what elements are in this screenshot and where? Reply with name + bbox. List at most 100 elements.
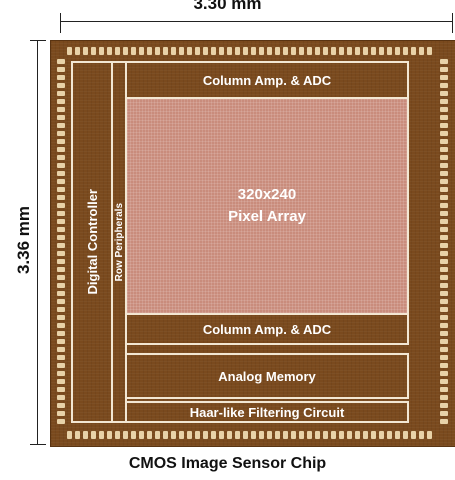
bond-pad [395, 47, 400, 55]
bond-pad [419, 431, 424, 439]
bond-pad [83, 431, 88, 439]
bond-pad [57, 387, 65, 392]
bond-pad [57, 339, 65, 344]
bond-pad [123, 47, 128, 55]
bond-pad [99, 431, 104, 439]
bond-pad [131, 431, 136, 439]
bond-pad [123, 431, 128, 439]
bond-pad [235, 47, 240, 55]
bond-pad [331, 431, 336, 439]
bond-pad [403, 47, 408, 55]
pixel-array-block: 320x240 Pixel Array [125, 97, 409, 315]
bond-pad [139, 47, 144, 55]
bond-pad [57, 363, 65, 368]
bond-pad [440, 67, 448, 72]
bond-pad [219, 431, 224, 439]
bond-pad [440, 291, 448, 296]
bond-pad [440, 91, 448, 96]
bond-pad [57, 379, 65, 384]
bond-pad [91, 431, 96, 439]
bond-pad [440, 379, 448, 384]
bond-pad [440, 211, 448, 216]
bond-pad [115, 431, 120, 439]
bond-pad [187, 431, 192, 439]
bond-pad [67, 47, 72, 55]
bond-pad [259, 47, 264, 55]
bond-pad [57, 99, 65, 104]
bond-pad [99, 47, 104, 55]
pixel-array-label: Pixel Array [228, 208, 306, 225]
bond-pad [57, 419, 65, 424]
bond-pad [57, 275, 65, 280]
bond-pad [211, 431, 216, 439]
bond-pad [440, 419, 448, 424]
bond-pad [275, 431, 280, 439]
bond-pad [291, 431, 296, 439]
haar-filter-label: Haar-like Filtering Circuit [189, 404, 345, 420]
right-pad-column [440, 59, 448, 424]
bond-pad [440, 227, 448, 232]
bond-pad [57, 131, 65, 136]
bond-pad [57, 115, 65, 120]
bond-pad [57, 267, 65, 272]
bond-pad [440, 115, 448, 120]
bond-pad [440, 243, 448, 248]
bond-pad [195, 47, 200, 55]
bond-pad [440, 139, 448, 144]
bond-pad [440, 283, 448, 288]
bond-pad [57, 243, 65, 248]
bond-pad [187, 47, 192, 55]
bottom-pad-row [67, 431, 432, 439]
bond-pad [57, 171, 65, 176]
bond-pad [363, 431, 368, 439]
bond-pad [57, 139, 65, 144]
bond-pad [75, 431, 80, 439]
bond-pad [419, 47, 424, 55]
bond-pad [57, 219, 65, 224]
column-amp-adc-top-label: Column Amp. & ADC [202, 72, 332, 88]
bond-pad [57, 83, 65, 88]
height-dimension-top-tick [30, 40, 46, 41]
bond-pad [440, 387, 448, 392]
bond-pad [440, 371, 448, 376]
bond-pad [355, 47, 360, 55]
column-amp-adc-top-block: Column Amp. & ADC [125, 61, 409, 99]
bond-pad [299, 431, 304, 439]
bond-pad [307, 431, 312, 439]
bond-pad [275, 47, 280, 55]
bond-pad [267, 47, 272, 55]
bond-pad [57, 107, 65, 112]
bond-pad [195, 431, 200, 439]
bond-pad [57, 291, 65, 296]
bond-pad [163, 47, 168, 55]
bond-pad [57, 251, 65, 256]
bond-pad [211, 47, 216, 55]
bond-pad [339, 431, 344, 439]
bond-pad [57, 323, 65, 328]
bond-pad [57, 187, 65, 192]
bond-pad [91, 47, 96, 55]
digital-controller-block: Digital Controller [71, 61, 113, 423]
bond-pad [440, 99, 448, 104]
bond-pad [363, 47, 368, 55]
bond-pad [155, 47, 160, 55]
bond-pad [440, 171, 448, 176]
bond-pad [283, 431, 288, 439]
bond-pad [440, 275, 448, 280]
bond-pad [379, 431, 384, 439]
bond-pad [440, 123, 448, 128]
bond-pad [57, 307, 65, 312]
bond-pad [440, 299, 448, 304]
bond-pad [57, 75, 65, 80]
bond-pad [440, 187, 448, 192]
bond-pad [57, 91, 65, 96]
bond-pad [387, 431, 392, 439]
bond-pad [57, 179, 65, 184]
bond-pad [323, 47, 328, 55]
bond-pad [411, 47, 416, 55]
bond-pad [440, 83, 448, 88]
bond-pad [387, 47, 392, 55]
bond-pad [57, 299, 65, 304]
bond-pad [179, 431, 184, 439]
bond-pad [339, 47, 344, 55]
